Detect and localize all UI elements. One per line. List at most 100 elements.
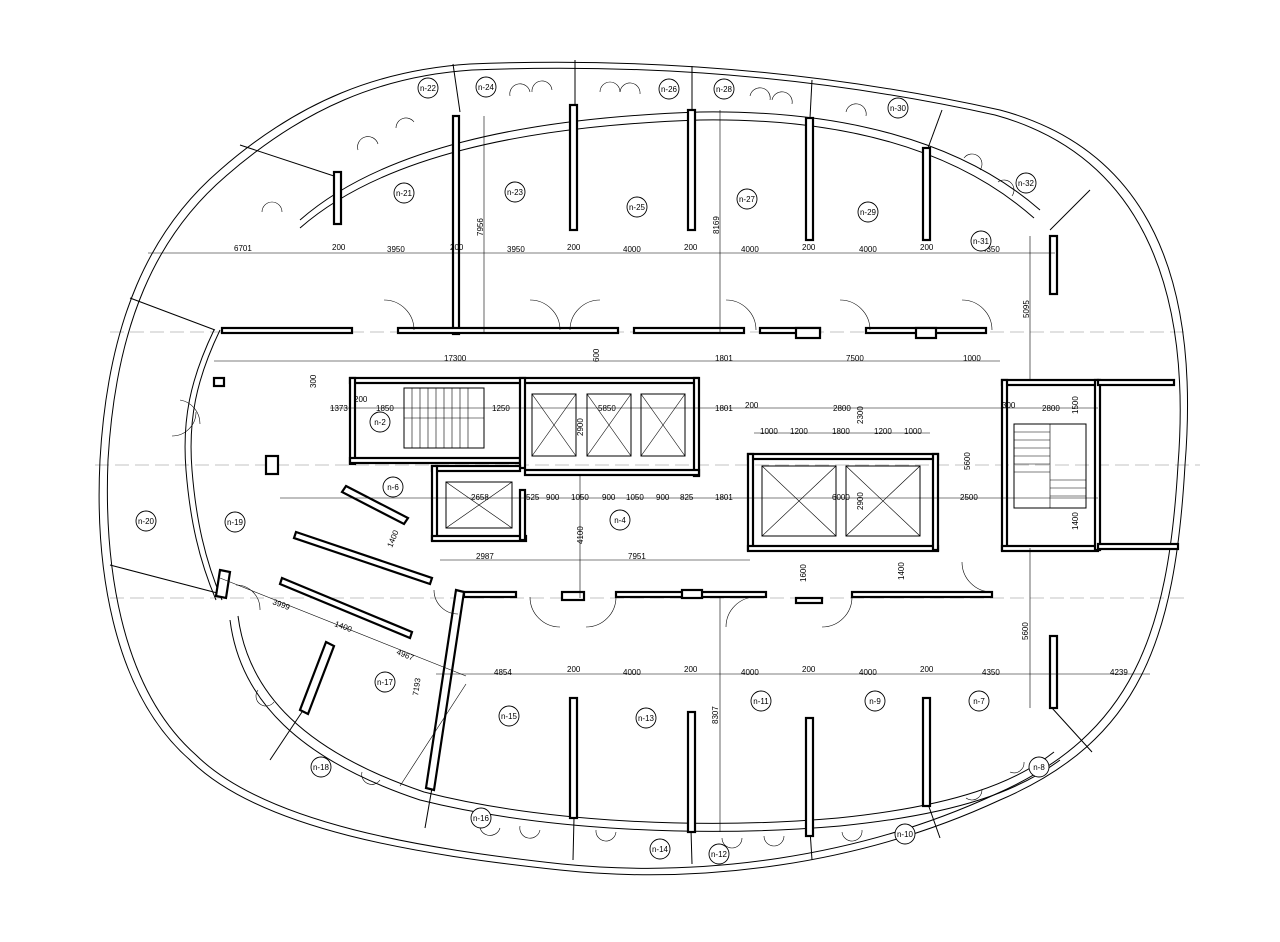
room-tag-n29[interactable]: n-29 [857, 201, 879, 223]
room-label: n-25 [629, 203, 646, 212]
dim-label: 4100 [576, 526, 585, 544]
dim-label: 200 [802, 665, 816, 674]
dim-label: 5850 [598, 404, 616, 413]
room-label: n-21 [396, 189, 413, 198]
walls [214, 103, 1059, 838]
dim-label: 2500 [960, 493, 978, 502]
dim-label: 5600 [1021, 622, 1030, 640]
ring-partitions [109, 60, 1093, 865]
room-tag-n15[interactable]: n-15 [498, 705, 520, 727]
room-label: n-9 [869, 697, 881, 706]
dim-label: 17300 [444, 354, 467, 363]
dim-label: 7956 [476, 218, 485, 236]
dim-label: 4000 [741, 668, 759, 677]
room-tag-n30[interactable]: n-30 [887, 97, 909, 119]
room-label: n-31 [973, 237, 990, 246]
room-label: n-27 [739, 195, 756, 204]
dim-label: 7193 [411, 677, 422, 696]
dim-label: 200 [332, 243, 346, 252]
room-tag-n32[interactable]: n-32 [1015, 172, 1037, 194]
dim-label: 1801 [715, 354, 733, 363]
dim-label: 1050 [571, 493, 589, 502]
room-tag-n8[interactable]: n-8 [1028, 756, 1050, 778]
room-tag-n11[interactable]: n-11 [750, 690, 772, 712]
dim-label: 1250 [492, 404, 510, 413]
room-label: n-14 [652, 845, 669, 854]
room-tag-n28[interactable]: n-28 [713, 78, 735, 100]
dim-label: 600 [592, 348, 601, 362]
dim-label: 4000 [623, 245, 641, 254]
dim-label: 5600 [963, 452, 972, 470]
room-tag-n4[interactable]: n-4 [609, 509, 631, 531]
dim-label: 6000 [832, 493, 850, 502]
room-tag-n7[interactable]: n-7 [968, 690, 990, 712]
room-label: n-16 [473, 814, 490, 823]
dim-label: 200 [802, 243, 816, 252]
dim-label: 4854 [494, 668, 512, 677]
central-core [212, 376, 1180, 553]
room-tag-n17[interactable]: n-17 [374, 671, 396, 693]
dim-label: 3950 [507, 245, 525, 254]
room-tag-n13[interactable]: n-13 [635, 707, 657, 729]
room-tag-n31[interactable]: n-31 [970, 230, 992, 252]
room-tag-n23[interactable]: n-23 [504, 181, 526, 203]
room-label: n-24 [478, 83, 495, 92]
room-tag-n19[interactable]: n-19 [224, 511, 246, 533]
room-label: n-2 [374, 418, 386, 427]
dim-label: 525 [526, 493, 540, 502]
dim-label: 3950 [387, 245, 405, 254]
dim-label: 2987 [476, 552, 494, 561]
elevator-bank-right [761, 465, 921, 537]
dim-label: 1600 [799, 564, 808, 582]
room-tag-n26[interactable]: n-26 [658, 78, 680, 100]
dim-label: 1400 [386, 528, 401, 548]
room-tag-n10[interactable]: n-10 [894, 823, 916, 845]
dim-label: 2658 [471, 493, 489, 502]
dim-label: 1000 [963, 354, 981, 363]
room-label: n-17 [377, 678, 394, 687]
room-label: n-8 [1033, 763, 1045, 772]
room-label: n-20 [138, 517, 155, 526]
dim-label: 4000 [623, 668, 641, 677]
dim-label: 825 [680, 493, 694, 502]
dim-label: 200 [567, 665, 581, 674]
dim-label: 4000 [859, 245, 877, 254]
dim-label: 1850 [376, 404, 394, 413]
dim-label: 900 [602, 493, 616, 502]
room-label: n-18 [313, 763, 330, 772]
room-tag-n24[interactable]: n-24 [475, 76, 497, 98]
room-tag-n21[interactable]: n-21 [393, 182, 415, 204]
room-tag-n2[interactable]: n-2 [369, 411, 391, 433]
room-tag-n14[interactable]: n-14 [649, 838, 671, 860]
room-label: n-7 [973, 697, 985, 706]
dim-label: 4000 [859, 668, 877, 677]
room-tag-n12[interactable]: n-12 [708, 843, 730, 865]
room-tag-n16[interactable]: n-16 [470, 807, 492, 829]
dim-label: 200 [354, 395, 368, 404]
dim-label: 4967 [395, 648, 415, 663]
room-tag-n9[interactable]: n-9 [864, 690, 886, 712]
room-tag-n22[interactable]: n-22 [417, 77, 439, 99]
dim-label: 2300 [856, 406, 865, 424]
dim-label: 2900 [856, 492, 865, 510]
dim-label: 1400 [333, 619, 353, 634]
room-label: n-11 [753, 697, 769, 706]
room-tag-n18[interactable]: n-18 [310, 756, 332, 778]
dim-label: 200 [450, 243, 464, 252]
dim-label: 1400 [1071, 512, 1080, 530]
room-tag-n25[interactable]: n-25 [626, 196, 648, 218]
room-tag-n6[interactable]: n-6 [382, 476, 404, 498]
room-label: n-12 [711, 850, 728, 859]
dim-label: 1801 [715, 493, 733, 502]
dim-label: 200 [567, 243, 581, 252]
room-tag-n27[interactable]: n-27 [736, 188, 758, 210]
dim-label: 8307 [711, 706, 720, 724]
room-label: n-10 [897, 830, 914, 839]
room-label: n-22 [420, 84, 437, 93]
dim-label: 1000 [760, 427, 778, 436]
room-tags: n-2 n-4 n-6 n-7 n-8 n-9 n-10 n-11 n-12 n… [135, 76, 1050, 865]
dim-label: 1200 [790, 427, 808, 436]
dim-label: 3999 [271, 597, 291, 612]
dimension-labels: 6701 200 3950 200 3950 200 4000 200 4000… [234, 216, 1128, 724]
room-tag-n20[interactable]: n-20 [135, 510, 157, 532]
